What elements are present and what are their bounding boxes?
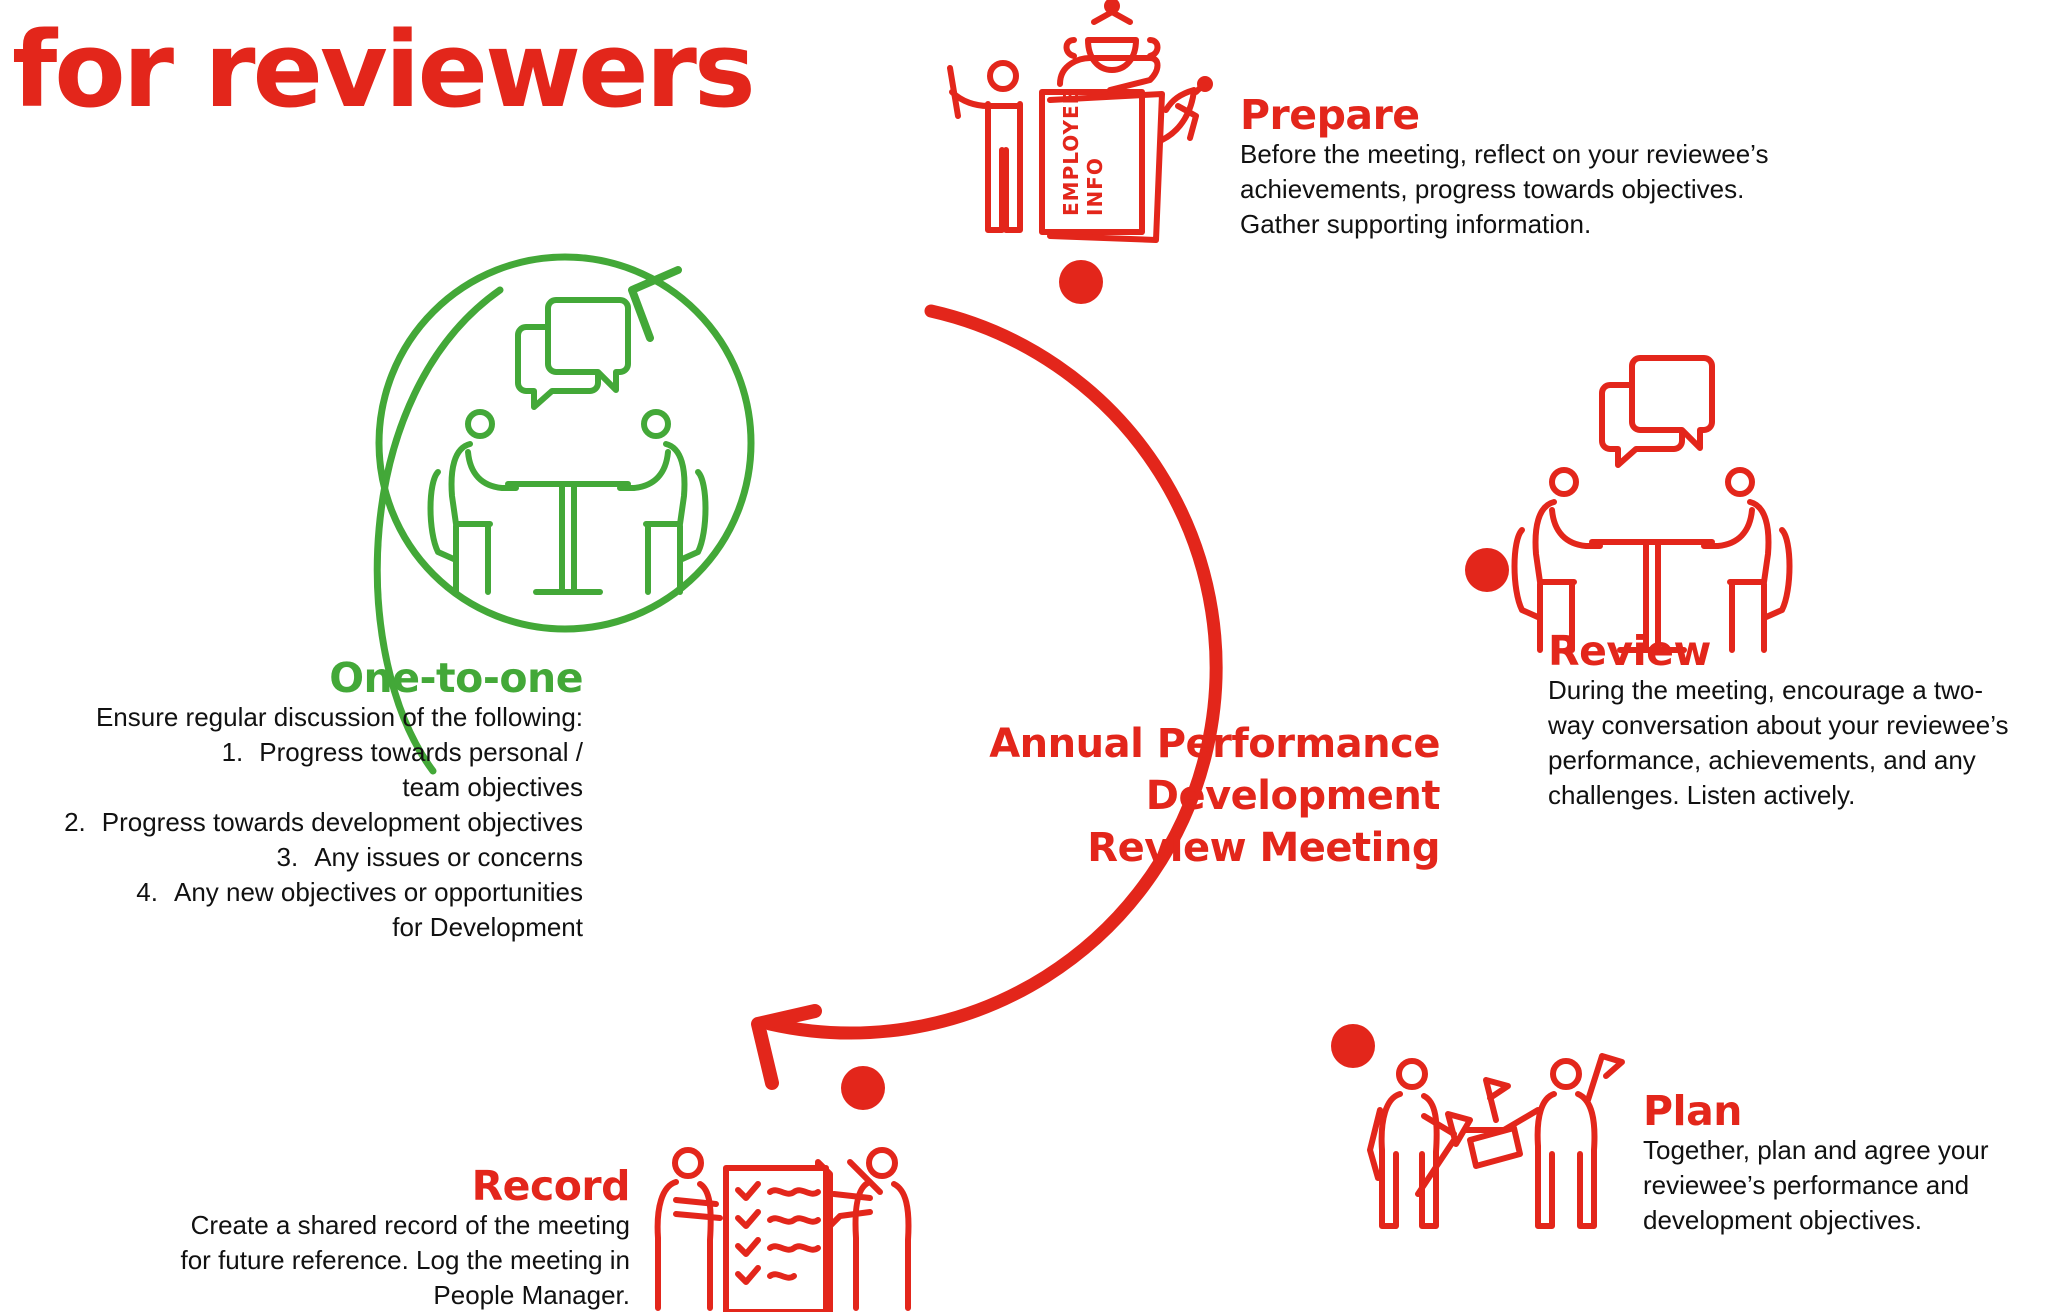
one-to-one-circle	[375, 253, 755, 633]
plan-stage: Plan Together, plan and agree your revie…	[1643, 1087, 2043, 1238]
list-item: 1. Progress towards personal / team objec…	[0, 735, 583, 805]
review-marker-dot	[1465, 548, 1509, 592]
list-item-text: for Development	[392, 912, 583, 943]
plan-text-line: Together, plan and agree your	[1643, 1135, 1989, 1166]
center-title-line: Review Meeting	[1087, 825, 1440, 871]
prepare-marker-dot	[1059, 260, 1103, 304]
plan-title: Plan	[1643, 1087, 1742, 1135]
plan-marker-dot	[1331, 1024, 1375, 1068]
one-to-one-intro: Ensure regular discussion of the followi…	[95, 702, 583, 733]
record-text-line: Create a shared record of the meeting	[190, 1210, 630, 1241]
list-item-text: team objectives	[402, 772, 583, 803]
shared-document-icon	[654, 1147, 912, 1312]
prepare-text-line: Before the meeting, reflect on your revi…	[1240, 139, 1769, 170]
one-to-one-list: 1. Progress towards personal / team objec…	[0, 735, 583, 945]
record-title: Record	[471, 1162, 631, 1210]
people-planting-flags-icon	[1367, 1053, 1625, 1229]
plan-description: Together, plan and agree your reviewee’s…	[1643, 1133, 2043, 1238]
list-item-text: Progress towards personal /	[259, 737, 583, 768]
list-item-number: 2.	[64, 807, 86, 838]
one-to-one-meeting-icon	[431, 300, 706, 592]
record-text-line: People Manager.	[433, 1280, 630, 1311]
review-text-line: way conversation about your reviewee’s	[1548, 710, 2009, 741]
list-item-text: Any issues or concerns	[314, 842, 583, 873]
cycle-center-title: Annual Performance Development Review Me…	[900, 718, 1440, 874]
review-cycle-arrowhead	[751, 1004, 822, 1090]
plan-text-line: reviewee’s performance and	[1643, 1170, 1970, 1201]
folder-label-line-2: INFO	[1083, 157, 1107, 216]
list-item-number: 3.	[276, 842, 299, 873]
page-title: for reviewers	[12, 9, 756, 131]
prepare-description: Before the meeting, reflect on your revi…	[1240, 137, 1880, 242]
list-item: 3. Any issues or concerns	[0, 840, 583, 875]
review-text-line: performance, achievements, and any	[1548, 745, 1976, 776]
one-to-one-title: One-to-one	[329, 654, 583, 702]
one-to-one-loop-arc	[373, 286, 504, 775]
record-marker-dot	[841, 1066, 885, 1110]
list-item-text: Progress towards development objectives	[101, 807, 583, 838]
review-text-line: During the meeting, encourage a two-	[1548, 675, 1984, 706]
list-item: 4. Any new objectives or opportunities fo…	[0, 875, 583, 945]
list-item-number: 4.	[136, 877, 158, 908]
record-stage: Record Create a shared record of the mee…	[100, 1162, 631, 1313]
folder-label-line-1: EMPLOYEE	[1059, 90, 1083, 216]
employee-info-folder-icon	[947, 0, 1213, 243]
center-title-line: Annual Performance	[989, 721, 1440, 767]
plan-text-line: development objectives.	[1643, 1205, 1922, 1236]
prepare-text-line: Gather supporting information.	[1240, 209, 1592, 240]
record-text-line: for future reference. Log the meeting in	[180, 1245, 631, 1276]
list-item-number: 1.	[221, 737, 244, 768]
one-to-one-stage: One-to-one Ensure regular discussion of …	[0, 654, 583, 945]
review-cycle-arc	[763, 304, 1223, 1040]
prepare-title: Prepare	[1240, 91, 1420, 139]
prepare-stage: Prepare Before the meeting, reflect on y…	[1240, 91, 1880, 242]
list-item-text: Any new objectives or opportunities	[173, 877, 583, 908]
one-to-one-arrowhead	[628, 266, 682, 342]
list-item: 2. Progress towards development objective…	[0, 805, 583, 840]
record-description: Create a shared record of the meeting fo…	[100, 1208, 631, 1313]
meeting-at-table-icon	[1515, 358, 1790, 650]
review-stage: Review During the meeting, encourage a t…	[1548, 627, 2048, 813]
review-text-line: challenges. Listen actively.	[1548, 780, 1856, 811]
review-title: Review	[1548, 627, 1711, 675]
review-description: During the meeting, encourage a two- way…	[1548, 673, 2048, 813]
prepare-text-line: achievements, progress towards objective…	[1240, 174, 1745, 205]
center-title-line: Development	[1145, 773, 1441, 819]
